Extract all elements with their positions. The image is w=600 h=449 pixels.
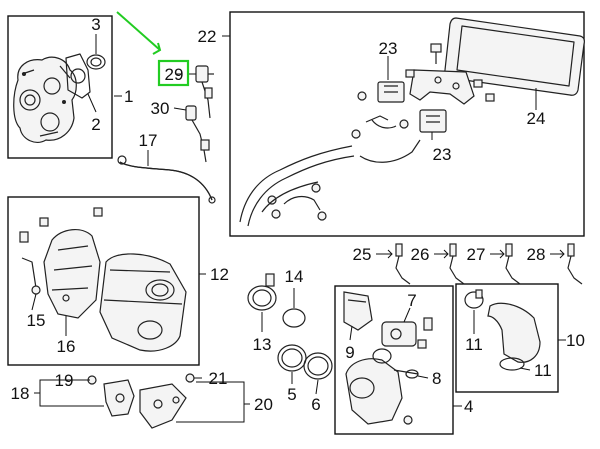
sensor-23-lower-part <box>419 109 447 133</box>
heat-shield-16-part <box>43 229 101 319</box>
callout-11-right[interactable]: 11 <box>534 361 552 380</box>
group-box-valve <box>334 285 454 435</box>
group-box-egr-cooler <box>229 11 585 237</box>
callout-11-left[interactable]: 11 <box>465 335 483 354</box>
hose-10-part <box>487 302 541 371</box>
callout-13[interactable]: 13 <box>253 335 272 354</box>
callout-21[interactable]: 21 <box>209 369 228 388</box>
shield-9-part <box>343 291 373 331</box>
gasket-6-part <box>303 352 333 380</box>
callout-22[interactable]: 22 <box>198 27 217 46</box>
highlight-box[interactable] <box>157 59 190 87</box>
callout-20[interactable]: 20 <box>254 395 273 414</box>
sensor-23-upper-part <box>377 81 405 103</box>
clamp-5-part <box>277 344 307 372</box>
callout-30[interactable]: 30 <box>151 99 170 118</box>
valve-4-part <box>345 348 403 425</box>
callout-16[interactable]: 16 <box>57 337 76 356</box>
clamp-13-part <box>247 273 277 311</box>
actuator-7-part <box>381 317 433 349</box>
gasket-ring-part <box>86 54 106 70</box>
converter-12-part <box>99 253 187 352</box>
callout-18[interactable]: 18 <box>11 384 30 403</box>
callout-12[interactable]: 12 <box>210 265 229 284</box>
callout-1[interactable]: 1 <box>124 87 133 106</box>
sensor-25-part <box>395 243 411 285</box>
callout-19[interactable]: 19 <box>55 371 74 390</box>
callout-5[interactable]: 5 <box>287 385 296 404</box>
callout-14[interactable]: 14 <box>285 267 304 286</box>
callout-15[interactable]: 15 <box>27 311 46 330</box>
callout-28[interactable]: 28 <box>527 245 546 264</box>
small-fasteners <box>267 69 495 221</box>
group-box-hose <box>455 283 559 393</box>
highlight-arrow-head <box>152 42 162 55</box>
bracket-20-part <box>139 383 187 429</box>
gasket-8-part <box>393 369 419 425</box>
sensor-27-part <box>505 243 521 285</box>
clamp-11-part <box>464 289 484 309</box>
gasket-part <box>65 53 91 99</box>
sensor-29-part <box>195 65 214 119</box>
callout-27[interactable]: 27 <box>467 245 486 264</box>
callout-9[interactable]: 9 <box>345 343 354 362</box>
gasket-14-part <box>282 308 306 328</box>
egr-hoses-part <box>239 115 421 227</box>
callout-6[interactable]: 6 <box>311 395 320 414</box>
callout-3[interactable]: 3 <box>91 15 100 34</box>
highlight-annotation <box>116 11 190 87</box>
bracket-18-part <box>103 379 135 417</box>
callout-26[interactable]: 26 <box>411 245 430 264</box>
leader-lines <box>31 34 566 423</box>
callout-23-upper[interactable]: 23 <box>379 39 398 58</box>
callout-4[interactable]: 4 <box>464 397 473 416</box>
turbocharger-part <box>13 56 77 143</box>
nut-21-part <box>185 373 195 383</box>
sensor-30-part <box>185 105 210 163</box>
bracket-part <box>409 43 475 105</box>
callout-7[interactable]: 7 <box>407 291 416 310</box>
callout-25[interactable]: 25 <box>353 245 372 264</box>
group-box-turbo <box>7 15 113 159</box>
callout-17[interactable]: 17 <box>139 131 158 150</box>
bolt-15-part <box>19 207 103 295</box>
cooler-24-part <box>444 17 585 96</box>
callout-24[interactable]: 24 <box>527 109 546 128</box>
callout-23-lower[interactable]: 23 <box>433 145 452 164</box>
pipe-17-part <box>117 155 216 204</box>
callout-29[interactable]: 29 <box>165 65 184 84</box>
callout-2[interactable]: 2 <box>91 115 100 134</box>
callout-8[interactable]: 8 <box>432 369 441 388</box>
highlight-arrow-line <box>116 11 161 51</box>
sensor-28-part <box>567 243 583 285</box>
group-box-converter <box>7 196 200 366</box>
sensor-26-part <box>449 243 465 285</box>
callout-10[interactable]: 10 <box>566 331 585 350</box>
